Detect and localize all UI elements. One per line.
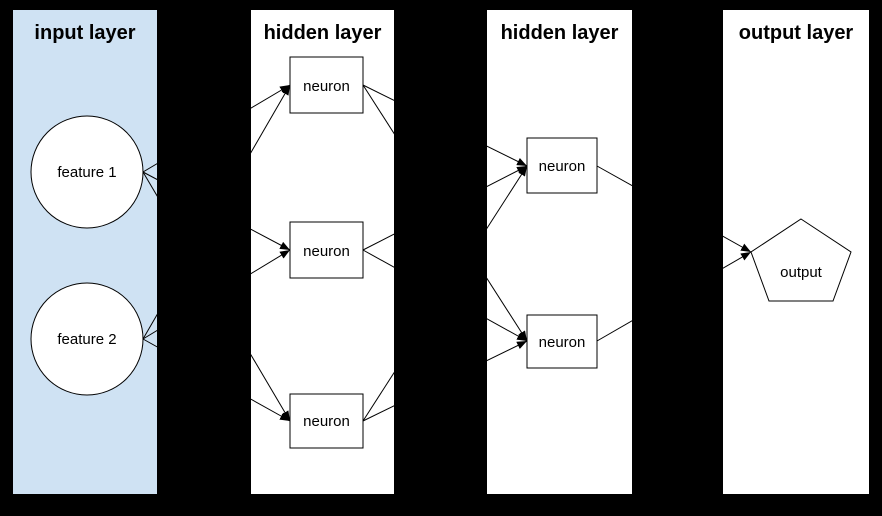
hidden2-neuron-1-label: neuron — [539, 158, 586, 175]
hidden1-neuron-1-label: neuron — [303, 78, 350, 95]
input-layer-title: input layer — [34, 22, 135, 44]
hidden2-neuron-2-node — [526, 314, 598, 369]
hidden1-neuron-3-label: neuron — [303, 413, 350, 430]
output-label: output — [780, 264, 823, 281]
hidden1-neuron-1-node — [289, 56, 364, 114]
feature-2-node — [30, 282, 144, 396]
hidden1-neuron-2-node — [289, 221, 364, 279]
nodes — [30, 56, 852, 449]
hidden2-neuron-2-label: neuron — [539, 334, 586, 351]
node-labels: feature 1 feature 2 neuron neuron neuron… — [57, 78, 822, 430]
hidden-layer-2-title: hidden layer — [501, 22, 619, 44]
layer-titles: input layer hidden layer hidden layer ou… — [34, 22, 853, 44]
feature-1-label: feature 1 — [57, 164, 116, 181]
output-node — [750, 218, 852, 302]
hidden1-neuron-2-label: neuron — [303, 243, 350, 260]
feature-2-label: feature 2 — [57, 331, 116, 348]
feature-1-node — [30, 115, 144, 229]
panel-hidden-layer-2 — [487, 10, 632, 494]
hidden-layer-1-title: hidden layer — [264, 22, 382, 44]
hidden1-neuron-3-node — [289, 393, 364, 449]
panel-input-layer — [13, 10, 157, 494]
hidden2-neuron-1-node — [526, 137, 598, 194]
output-layer-title: output layer — [739, 22, 854, 44]
